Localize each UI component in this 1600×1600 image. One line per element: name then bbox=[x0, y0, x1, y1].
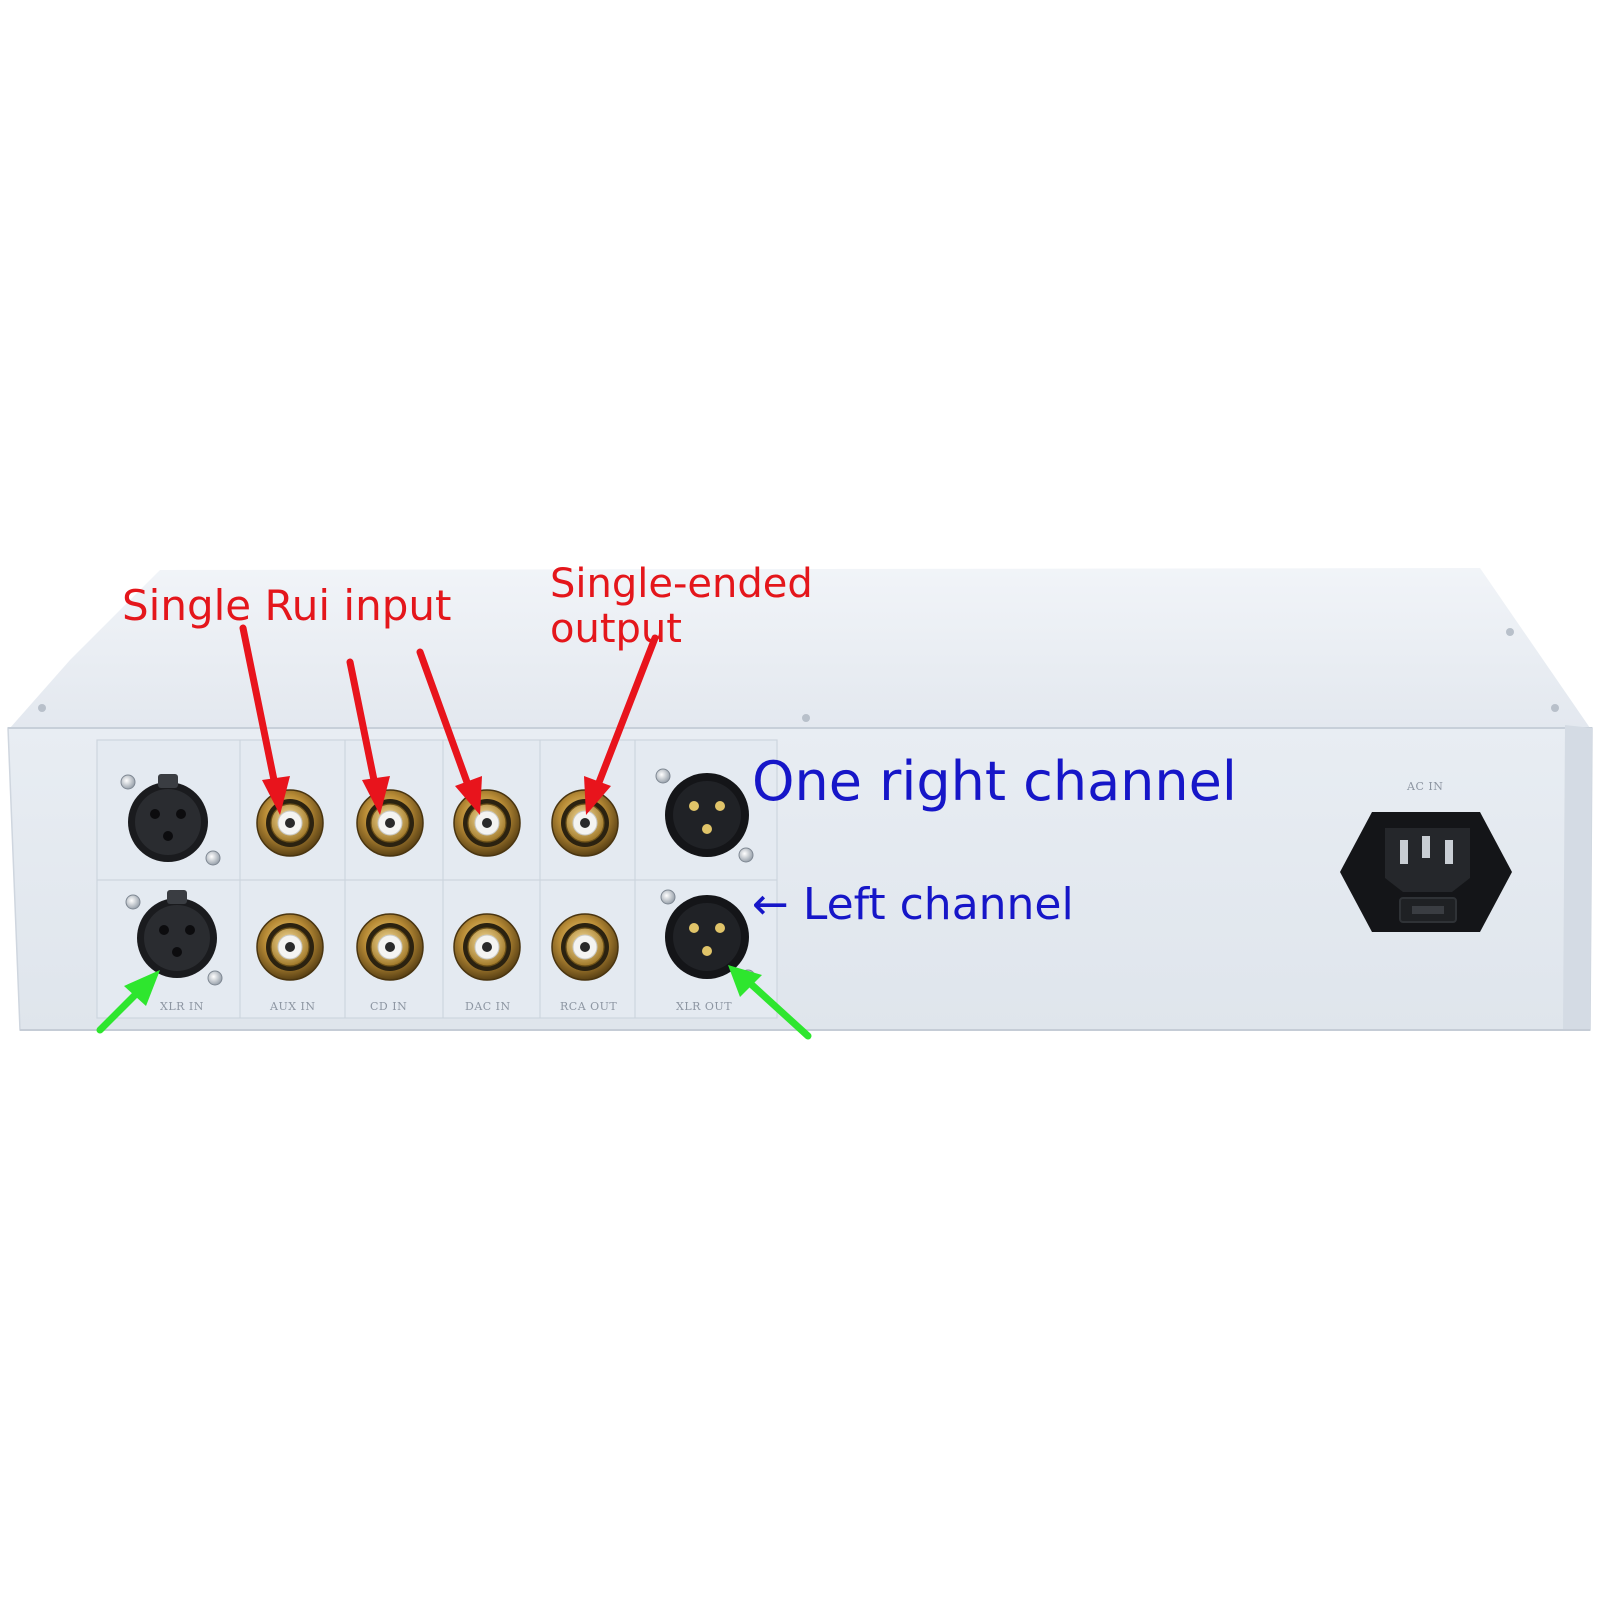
rca-jack-icon bbox=[551, 789, 619, 857]
chassis-right-side bbox=[1563, 725, 1592, 1030]
label-xlr-in: XLR IN bbox=[160, 1000, 204, 1013]
panel-screw bbox=[125, 894, 141, 910]
xlr-output-left bbox=[660, 889, 756, 985]
label-rca-out: RCA OUT bbox=[560, 1000, 617, 1013]
rca-jack-icon bbox=[356, 789, 424, 857]
top-screw bbox=[802, 714, 810, 722]
label-ac-in: AC IN bbox=[1406, 780, 1443, 793]
label-xlr-out: XLR OUT bbox=[676, 1000, 732, 1013]
xlr-input-left bbox=[125, 890, 223, 986]
rca-jacks bbox=[256, 789, 619, 981]
top-screw bbox=[1506, 628, 1514, 636]
label-dac-in: DAC IN bbox=[465, 1000, 511, 1013]
panel-screw bbox=[205, 850, 221, 866]
annotation-line: output bbox=[550, 605, 682, 652]
iec-power-inlet-icon bbox=[1340, 812, 1512, 932]
arrow-icon bbox=[584, 634, 659, 815]
annotation-line: Single-ended bbox=[550, 561, 813, 607]
arrow-icon bbox=[728, 965, 812, 1040]
annotation-single-ended-output: Single-ended output bbox=[550, 562, 813, 652]
xlr-output-right bbox=[655, 768, 754, 863]
arrow-icon bbox=[346, 658, 390, 815]
chassis-top bbox=[10, 568, 1590, 728]
rca-jack-icon bbox=[551, 913, 619, 981]
xlr-input-right bbox=[120, 774, 221, 866]
rca-jack-icon bbox=[453, 789, 521, 857]
top-screw bbox=[38, 704, 46, 712]
rca-jack-icon bbox=[356, 913, 424, 981]
annotation-single-rui-input: Single Rui input bbox=[122, 581, 452, 630]
rca-jack-icon bbox=[453, 913, 521, 981]
top-screw bbox=[1551, 704, 1559, 712]
panel-screw bbox=[120, 774, 136, 790]
green-arrows bbox=[96, 965, 812, 1040]
annotation-left-channel: ← Left channel bbox=[752, 879, 1074, 930]
panel-screw bbox=[660, 889, 676, 905]
panel-screw bbox=[655, 768, 671, 784]
arrow-icon bbox=[239, 624, 290, 815]
arrow-icon bbox=[96, 970, 160, 1034]
rca-jack-icon bbox=[256, 789, 324, 857]
label-cd-in: CD IN bbox=[370, 1000, 407, 1013]
connector-plate bbox=[96, 739, 778, 1019]
annotation-right-channel: One right channel bbox=[752, 750, 1237, 813]
panel-screw bbox=[738, 847, 754, 863]
arrow-icon bbox=[416, 648, 482, 815]
rca-jack-icon bbox=[256, 913, 324, 981]
red-arrows bbox=[239, 624, 659, 815]
panel-screw bbox=[207, 970, 223, 986]
label-aux-in: AUX IN bbox=[269, 1000, 316, 1013]
